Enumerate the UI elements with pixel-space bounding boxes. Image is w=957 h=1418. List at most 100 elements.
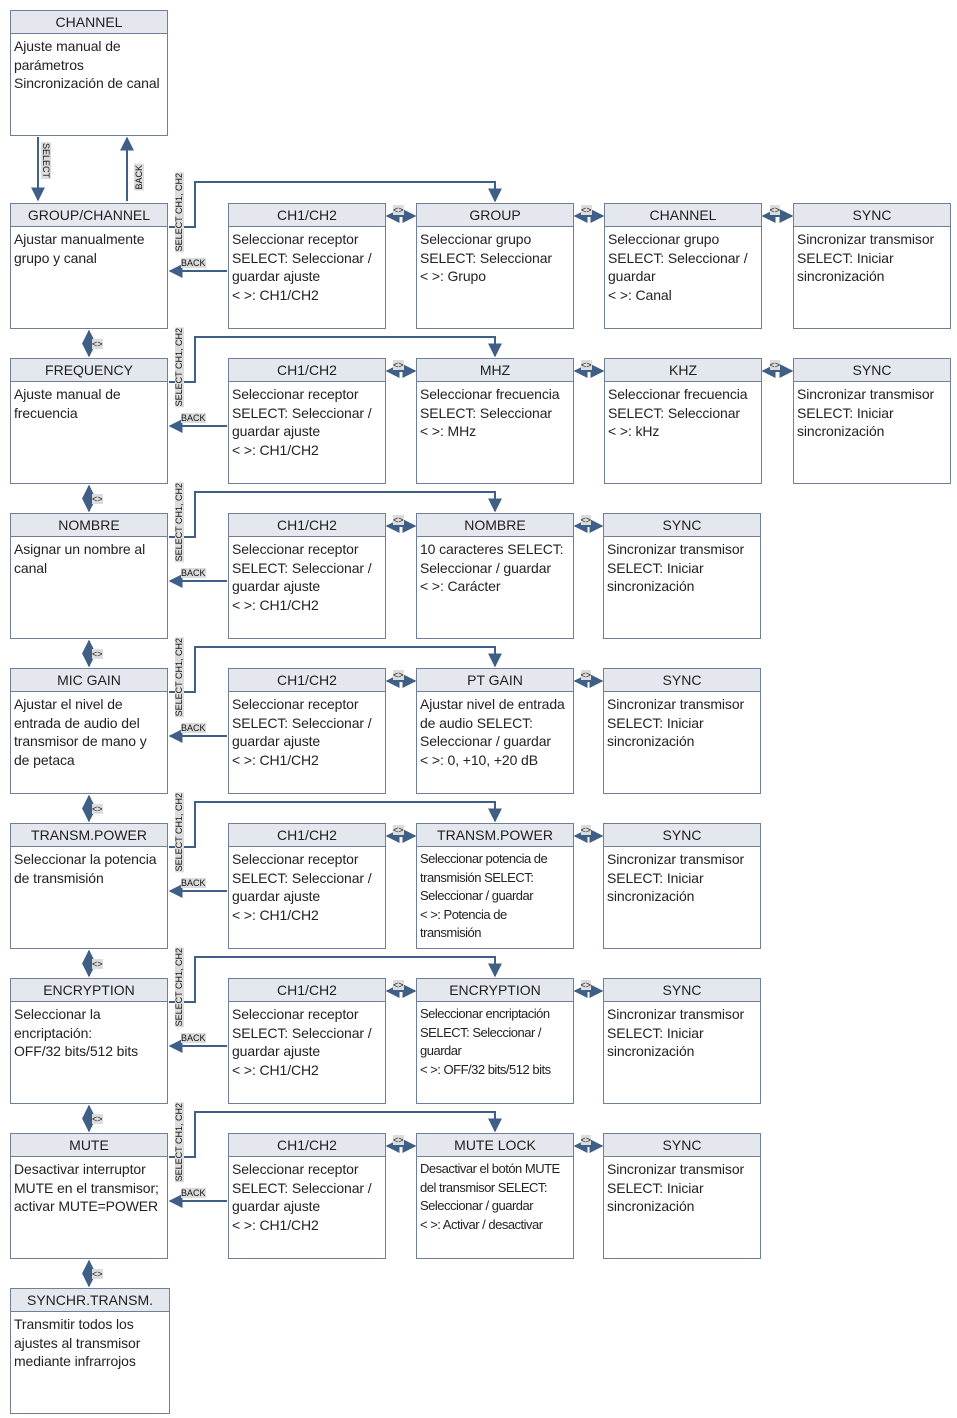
row-4-nav-label-2: <> [580,670,592,680]
row-6-select-label: SELECT CH1, CH2 [174,947,184,1028]
row-2-sub-box-1-text: Seleccionar receptor SELECT: Seleccionar… [232,386,372,458]
row-7-sub-box-2-title: MUTE LOCK [417,1134,573,1157]
channel-box: CHANNEL Ajuste manual de parámetros Sincr… [10,10,168,136]
row-5-sub-box-1-text: Seleccionar receptor SELECT: Seleccionar… [232,851,372,923]
row-7-main-box-title: MUTE [11,1134,167,1157]
row-2-nav-label-1: <> [393,360,404,370]
row-2-sub-box-3: KHZ Seleccionar frecuencia SELECT: Selecc… [604,358,762,484]
row-6-nav-label-1: <> [393,980,404,990]
row-1-sub-box-4-text: Sincronizar transmisor SELECT: Iniciar s… [797,231,935,284]
row-1-sub-box-4-title: SYNC [794,204,950,227]
row-3-vert-nav-label: <> [92,649,103,659]
row-1-sub-box-2-title: GROUP [417,204,573,227]
row-4-nav-label-1: <> [393,670,404,680]
row-6-sub-box-1-title: CH1/CH2 [229,979,385,1002]
row-2-sub-box-4: SYNC Sincronizar transmisor SELECT: Inici… [793,358,951,484]
row-1-main-box: GROUP/CHANNEL Ajustar manualmente grupo y… [10,203,168,329]
row-7-nav-label-2: <> [580,1135,592,1145]
row-6-sub-box-2-title: ENCRYPTION [417,979,573,1002]
row-4-back-label: BACK [181,723,206,733]
row-1-select-label: SELECT CH1, CH2 [174,172,184,253]
row-2-sub-box-3-title: KHZ [605,359,761,382]
synchr-transm-box-title: SYNCHR.TRANSM. [11,1289,169,1312]
synchr-transm-box-text: Transmitir todos los ajustes al transmis… [14,1316,141,1369]
row-7-select-path [169,1111,502,1158]
row-1-main-box-text: Ajustar manualmente grupo y canal [14,231,145,266]
select-label: SELECT [41,142,51,180]
row-7-sub-box-1-title: CH1/CH2 [229,1134,385,1157]
row-4-main-box-text: Ajustar el nivel de entrada de audio del… [14,696,147,768]
row-7-sub-box-3-title: SYNC [604,1134,760,1157]
row-6-back-label: BACK [181,1033,206,1043]
row-1-sub-box-3-text: Seleccionar grupo SELECT: Seleccionar / … [608,231,748,303]
row-2-nav-label-2: <> [581,360,592,370]
row-7-select-label: SELECT CH1, CH2 [174,1102,184,1183]
row-3-nav-label-2: <> [580,515,592,525]
row-2-sub-box-4-title: SYNC [794,359,950,382]
row-5-sub-box-1-title: CH1/CH2 [229,824,385,847]
row-1-sub-box-3: CHANNEL Seleccionar grupo SELECT: Selecci… [604,203,762,329]
row-6-sub-box-2: ENCRYPTION Seleccionar encriptación SELEC… [416,978,574,1104]
row-1-vert-nav-label: <> [92,339,103,349]
row-1-sub-box-4: SYNC Sincronizar transmisor SELECT: Inici… [793,203,951,329]
row-3-back-label: BACK [181,568,206,578]
row-3-select-label: SELECT CH1, CH2 [174,482,184,563]
row-5-main-box-text: Seleccionar la potencia de transmisión [14,851,157,886]
row-2-main-box-title: FREQUENCY [11,359,167,382]
synchr-transm-box: SYNCHR.TRANSM. Transmitir todos los ajust… [10,1288,170,1414]
row-7-sub-box-1-text: Seleccionar receptor SELECT: Seleccionar… [232,1161,372,1233]
row-3-sub-box-1-title: CH1/CH2 [229,514,385,537]
row-6-select-path [169,956,502,1003]
row-2-sub-box-3-text: Seleccionar frecuencia SELECT: Seleccion… [608,386,748,439]
row-2-nav-label-3: <> [769,360,781,370]
row-7-vert-nav-label: <> [92,1269,103,1279]
row-7-nav-label-1: <> [393,1135,404,1145]
row-1-nav-label-2: <> [581,205,592,215]
row-1-main-box-title: GROUP/CHANNEL [11,204,167,227]
row-5-select-label: SELECT CH1, CH2 [174,792,184,873]
row-2-vert-nav-label: <> [92,494,103,504]
row-5-main-box-title: TRANSM.POWER [11,824,167,847]
row-4-sub-box-3-text: Sincronizar transmisor SELECT: Iniciar s… [607,696,745,749]
row-5-back-label: BACK [181,878,206,888]
row-1-sub-box-1-text: Seleccionar receptor SELECT: Seleccionar… [232,231,372,303]
row-4-vert-nav-label: <> [92,804,103,814]
row-2-sub-box-4-text: Sincronizar transmisor SELECT: Iniciar s… [797,386,935,439]
row-5-main-box: TRANSM.POWER Seleccionar la potencia de t… [10,823,168,949]
row-4-select-label: SELECT CH1, CH2 [174,637,184,718]
row-6-nav-label-2: <> [580,980,592,990]
row-3-select-path [169,491,502,538]
row-6-sub-box-2-text: Seleccionar encriptación SELECT: Selecci… [420,1006,551,1077]
row-7-sub-box-3-text: Sincronizar transmisor SELECT: Iniciar s… [607,1161,745,1214]
row-3-main-box-text: Asignar un nombre al canal [14,541,146,576]
row-3-sub-box-2-text: 10 caracteres SELECT: Seleccionar / guar… [420,541,564,594]
row-3-sub-box-3-title: SYNC [604,514,760,537]
row-4-sub-box-1-text: Seleccionar receptor SELECT: Seleccionar… [232,696,372,768]
row-6-vert-nav-label: <> [92,1114,103,1124]
row-5-select-path [169,801,502,848]
row-4-sub-box-3-title: SYNC [604,669,760,692]
channel-box-text: Ajuste manual de parámetros Sincronizaci… [14,38,160,91]
channel-box-title: CHANNEL [11,11,167,34]
row-6-sub-box-3-title: SYNC [604,979,760,1002]
row-1-sub-box-3-title: CHANNEL [605,204,761,227]
row-2-sub-box-2-title: MHZ [417,359,573,382]
